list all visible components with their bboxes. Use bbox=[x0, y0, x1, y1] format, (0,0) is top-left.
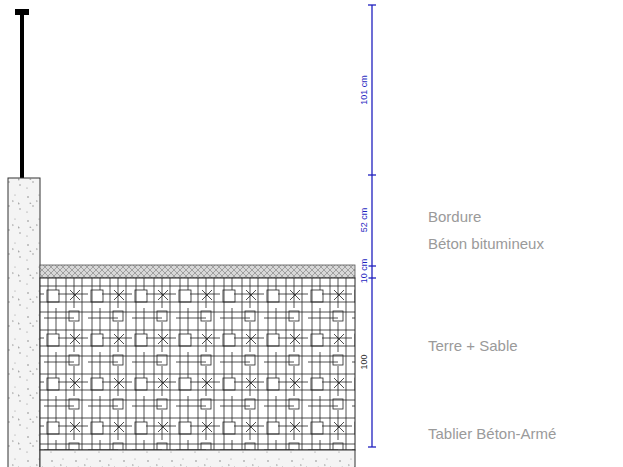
part-label: Terre + Sable bbox=[428, 338, 518, 353]
dimension-label: 10 cm bbox=[360, 258, 369, 285]
kerb-column bbox=[8, 178, 40, 467]
dimension-label: 52 cm bbox=[360, 207, 369, 234]
railing-post bbox=[20, 14, 24, 179]
dimension-line bbox=[368, 5, 376, 447]
earth-sand-fill bbox=[40, 278, 355, 450]
part-label: Tablier Béton-Armé bbox=[428, 426, 556, 441]
dimension-label: 101 cm bbox=[360, 74, 369, 106]
deck-slab bbox=[40, 450, 355, 467]
bitumen-layer bbox=[40, 265, 355, 278]
part-label: Béton bitumineux bbox=[428, 236, 544, 251]
dimension-label: 100 bbox=[360, 353, 369, 370]
part-label: Bordure bbox=[428, 209, 481, 224]
